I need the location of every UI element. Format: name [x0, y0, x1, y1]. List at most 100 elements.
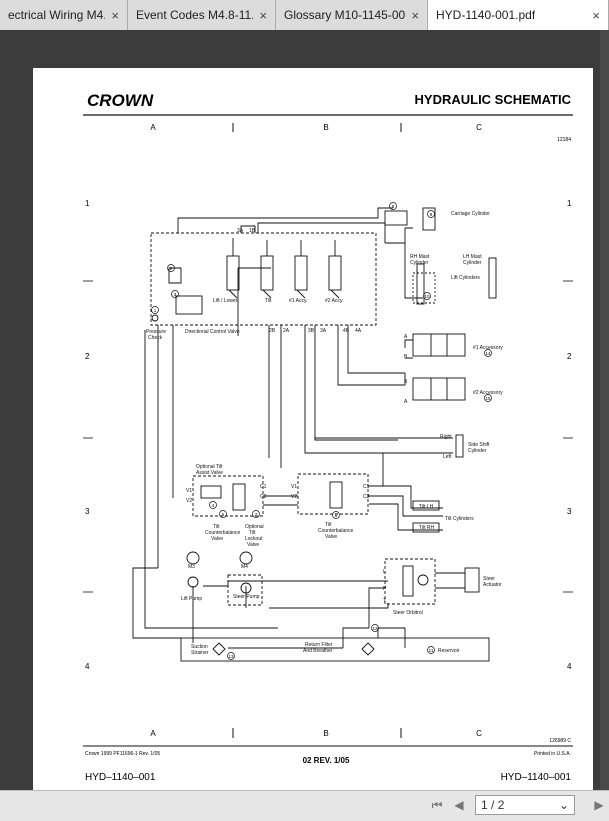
hydraulic-lines	[132, 207, 490, 662]
label-return-filter-2: And Breather	[303, 648, 333, 654]
callout-7: 7	[252, 510, 260, 518]
label-port-4b: 4B	[343, 328, 350, 334]
page-selector[interactable]: 1 / 2 ⌄	[475, 795, 575, 815]
chevron-down-icon: ⌄	[558, 798, 569, 812]
label-left: Left	[443, 454, 452, 460]
tab-hyd-1140[interactable]: HYD-1140-001.pdf ×	[428, 0, 609, 30]
doc-number-left: HYD–1140–001	[85, 772, 156, 783]
col-label-a: A	[150, 123, 156, 132]
row-label-4: 4	[85, 662, 90, 671]
label-port-l: L	[383, 569, 386, 575]
label-suction-strainer-2: Strainer	[191, 650, 209, 656]
close-icon[interactable]: ×	[411, 7, 419, 23]
tab-electrical-wiring[interactable]: ectrical Wiring M4.1-... ×	[0, 0, 128, 30]
svg-text:7: 7	[255, 512, 258, 517]
row-label-1-right: 1	[567, 199, 572, 208]
row-labels: 1 1 2 2 3 3 4 4	[85, 199, 572, 671]
close-icon[interactable]: ×	[259, 7, 267, 23]
svg-text:5: 5	[222, 512, 225, 517]
dcv-outline	[150, 232, 377, 326]
callout-1: 1	[151, 306, 159, 314]
svg-text:15: 15	[485, 396, 491, 401]
label-steer-pump: Steer Pump	[233, 594, 260, 600]
label-port-3b: 3B	[308, 328, 315, 334]
label-port-1b: 1B	[249, 228, 256, 234]
col-label-a-bottom: A	[150, 729, 156, 738]
label-tilt-cb-3: Valve	[211, 536, 223, 542]
label-port-a1: A	[404, 334, 408, 340]
label-tilt-cylinders: Tilt Cylinders	[445, 516, 474, 522]
label-c3: C3	[363, 494, 370, 500]
tab-label: Event Codes M4.8-11...	[136, 8, 254, 22]
label-lift-pump: Lift Pump	[181, 596, 202, 602]
prev-page-icon[interactable]: ◀	[454, 798, 464, 812]
label-opt-lockout-4: Valve	[247, 542, 259, 548]
svg-text:11: 11	[429, 648, 434, 653]
label-acc1: #1 Accessory	[473, 345, 503, 351]
tab-bar: ectrical Wiring M4.1-... × Event Codes M…	[0, 0, 609, 30]
callout-10: 10	[423, 292, 431, 300]
label-carriage-cylinder: Carriage Cylinder	[451, 211, 490, 217]
callout-8: 8	[389, 202, 397, 210]
callout-4: 4	[209, 501, 217, 509]
label-port-t: T	[383, 598, 386, 604]
callouts: 1 2 3 4 5 6 7 8 9 10 11 12 13 14 15	[151, 202, 492, 660]
row-ticks	[83, 280, 573, 593]
label-tilt-rh: Tilt RH	[419, 525, 434, 531]
first-page-icon[interactable]: ⏮	[431, 797, 443, 812]
label-v1: V1	[186, 488, 192, 494]
label-c1: C1	[260, 484, 267, 490]
label-steer-actuator-1: Steer	[483, 576, 495, 582]
callout-9: 9	[427, 210, 435, 218]
label-pressure-check-1: Pressure	[146, 329, 166, 335]
tab-label: ectrical Wiring M4.1-...	[8, 8, 105, 22]
current-page: 1	[481, 798, 488, 812]
tab-event-codes[interactable]: Event Codes M4.8-11... ×	[128, 0, 276, 30]
label-steer-actuator-2: Actuator	[483, 582, 502, 588]
svg-text:2: 2	[170, 266, 173, 271]
row-label-2-right: 2	[567, 352, 572, 361]
label-tilt-lh: Tilt LH	[419, 504, 434, 510]
schematic-components	[151, 207, 497, 656]
valve-acc1	[294, 255, 308, 291]
svg-text:8: 8	[392, 204, 395, 209]
label-opt-lockout-3: Lockout	[245, 536, 263, 542]
doc-number-right: HYD–1140–001	[501, 772, 572, 783]
svg-text:6: 6	[335, 513, 338, 518]
label-tilt-cb-1: Tilt	[213, 524, 220, 530]
label-tilt-cb-b-2: Counterbalance	[318, 528, 354, 534]
label-port-b1: B	[404, 354, 408, 360]
label-port-p: P	[383, 586, 387, 592]
close-icon[interactable]: ×	[111, 7, 119, 23]
label-port-3a-b: 3A	[320, 328, 327, 334]
printed-in: Printed in U.S.A.	[534, 751, 571, 757]
svg-text:14: 14	[485, 351, 491, 356]
label-rh-mast-1: RH Mast	[410, 254, 430, 260]
tab-glossary[interactable]: Glossary M10-1145-00... ×	[276, 0, 428, 30]
col-label-c: C	[476, 123, 482, 132]
close-icon[interactable]: ×	[592, 7, 600, 23]
vertical-scrollbar[interactable]	[600, 30, 609, 790]
callout-2: 2	[167, 264, 175, 272]
row-label-3: 3	[85, 507, 90, 516]
label-tilt-cb-b-1: Tilt	[325, 522, 332, 528]
revision: 02 REV. 1/05	[303, 756, 350, 765]
label-lift-cylinders: Lift Cylinders	[451, 275, 480, 281]
svg-text:13: 13	[228, 654, 234, 659]
row-label-4-right: 4	[567, 662, 572, 671]
label-v2-b: V2	[291, 494, 297, 500]
label-tilt-cb-2: Counterbalance	[205, 530, 241, 536]
valve-acc2	[328, 255, 342, 291]
copyright: Crown 1999 PF11696-1 Rev. 1/05	[85, 751, 160, 757]
pdf-page: CROWN HYDRAULIC SCHEMATIC A B C 12184 1 …	[33, 68, 593, 808]
valve-lift-lower	[226, 255, 240, 291]
label-port-a2: A	[404, 399, 408, 405]
valve-tilt	[260, 255, 274, 291]
row-label-1: 1	[85, 199, 90, 208]
label-lh-mast-2: Cylinder	[463, 260, 482, 266]
callout-15: 15	[484, 394, 492, 402]
label-right: Right	[440, 434, 452, 440]
label-acc2: #2 Accessory	[473, 390, 503, 396]
label-v1-b: V1	[291, 484, 297, 490]
next-page-icon[interactable]: ▶	[594, 798, 604, 812]
